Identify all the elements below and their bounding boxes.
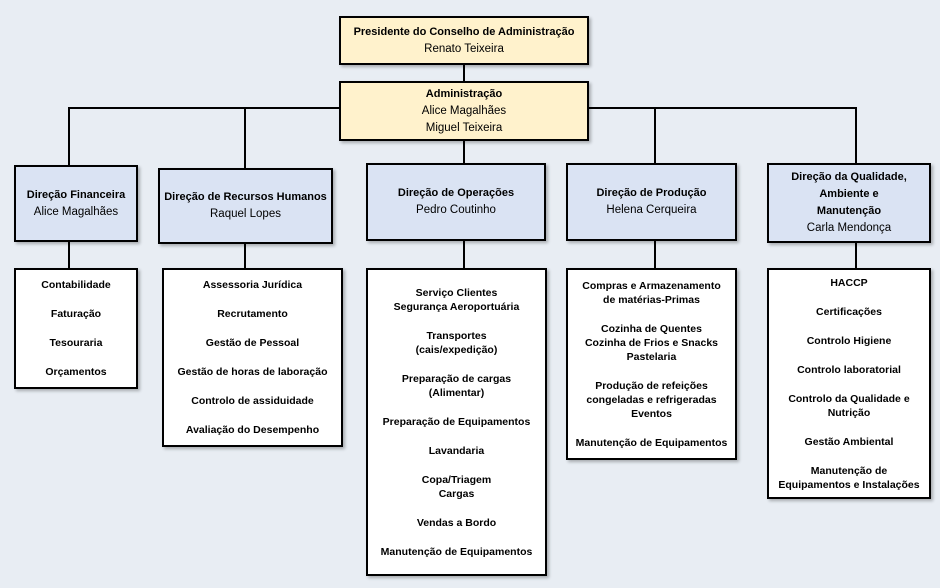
unit-item: Orçamentos [45,365,106,379]
administration-box: Administração Alice Magalhães Miguel Tei… [339,81,589,141]
unit-item-line: Controlo da Qualidade e [788,392,910,405]
unit-item-line: Gestão Ambiental [804,435,894,448]
unit-item-line: Gestão de Pessoal [205,337,300,349]
unit-item: Gestão de Pessoal [206,336,299,350]
unit-item-line: Compras e Armazenamento [582,279,721,292]
unit-item: Recrutamento [217,307,288,321]
unit-item-line: congeladas e refrigeradas [586,393,717,406]
unit-item: Lavandaria [429,444,484,458]
unit-item-line: Contabilidade [41,279,111,291]
unit-item-line: (cais/expedição) [415,343,498,356]
unit-item: Controlo de assiduidade [191,394,314,408]
president-box: Presidente do Conselho de Administração … [339,16,589,65]
unit-item-line: Pastelaria [626,350,677,363]
unit-item: Certificações [816,305,882,319]
unit-item-line: Assessoria Jurídica [202,279,303,291]
unit-item: Avaliação do Desempenho [186,423,319,437]
unit-item-line: Serviço Clientes [415,286,498,299]
direction-title: Direção da Qualidade, [791,171,907,183]
direction-box-financeira: Direção Financeira Alice Magalhães [14,165,138,242]
direction-box-qualidade: Direção da Qualidade, Ambiente e Manuten… [767,163,931,243]
unit-item-line: de matérias-Primas [603,293,700,306]
unit-item-line: Tesouraria [49,337,103,349]
unit-item: Manutenção de Equipamentos e Instalações [778,464,919,492]
unit-item-line: Manutenção de Equipamentos [380,545,533,558]
president-title: Presidente do Conselho de Administração [353,25,575,38]
unit-item: Produção de refeições congeladas e refri… [586,379,716,421]
unit-item: Faturação [51,307,101,321]
direction-title: Manutenção [816,205,882,217]
unit-item-line: Nutrição [827,406,871,419]
administration-member: Alice Magalhães [421,104,507,117]
unit-item-line: Transportes [426,329,487,342]
unit-item: Gestão Ambiental [805,435,894,449]
unit-item: Cozinha de Quentes Cozinha de Frios e Sn… [585,322,718,364]
unit-item-line: Faturação [50,308,102,320]
unit-item: Copa/Triagem Cargas [422,473,491,501]
unit-item: Preparação de Equipamentos [383,415,531,429]
unit-item-line: Controlo de assiduidade [191,395,314,407]
unit-item: Transportes (cais/expedição) [416,329,498,357]
unit-item-line: Vendas a Bordo [416,516,497,529]
unit-item-line: Recrutamento [217,308,288,320]
unit-item-line: Cargas [438,487,475,500]
unit-item-line: Manutenção de Equipamentos [575,436,728,449]
unit-item-line: HACCP [830,276,868,289]
direction-title: Direção de Operações [397,187,515,199]
unit-item-line: Avaliação do Desempenho [185,424,320,436]
unit-item-line: Produção de refeições [595,379,708,392]
direction-head: Raquel Lopes [210,208,281,220]
direction-title: Direção de Recursos Humanos [164,191,327,203]
unit-item: Gestão de horas de laboração [178,365,328,379]
president-name: Renato Teixeira [424,42,504,55]
unit-item: Contabilidade [41,278,110,292]
direction-box-operacoes: Direção de Operações Pedro Coutinho [366,163,546,241]
unit-item-line: Equipamentos e Instalações [778,478,920,491]
unit-list-qualidade: HACCP Certificações Controlo Higiene Con… [767,268,931,499]
unit-item-line: Cozinha de Frios e Snacks [584,336,719,349]
unit-item-line: Preparação de cargas [401,372,512,385]
administration-member: Miguel Teixeira [425,121,503,134]
unit-item-line: Gestão de horas de laboração [177,366,328,378]
direction-head: Carla Mendonça [806,222,892,234]
unit-item-line: Cozinha de Quentes [601,322,702,335]
unit-item-line: Manutenção de [810,464,888,477]
unit-item-line: Segurança Aeroportuária [393,300,520,313]
unit-item-line: Controlo laboratorial [797,363,901,376]
unit-item: Controlo Higiene [807,334,892,348]
unit-item: Compras e Armazenamento de matérias-Prim… [582,279,720,307]
unit-item-line: Controlo Higiene [806,334,892,347]
unit-list-operacoes: Serviço Clientes Segurança Aeroportuária… [366,268,547,576]
direction-box-recursos-humanos: Direção de Recursos Humanos Raquel Lopes [158,168,333,244]
unit-item: Controlo laboratorial [797,363,901,377]
unit-item-line: (Alimentar) [428,386,485,399]
unit-list-producao: Compras e Armazenamento de matérias-Prim… [566,268,737,460]
unit-item: Controlo da Qualidade e Nutrição [788,392,909,420]
unit-list-financeira: Contabilidade Faturação Tesouraria Orçam… [14,268,138,389]
unit-item: Tesouraria [50,336,103,350]
unit-item: Assessoria Jurídica [203,278,302,292]
direction-box-producao: Direção de Produção Helena Cerqueira [566,163,737,241]
direction-head: Helena Cerqueira [606,204,697,216]
direction-head: Alice Magalhães [33,205,119,218]
unit-list-recursos-humanos: Assessoria Jurídica Recrutamento Gestão … [162,268,343,447]
unit-item-line: Eventos [631,407,672,420]
unit-item-line: Lavandaria [428,444,485,457]
unit-item-line: Orçamentos [45,366,107,378]
unit-item: Manutenção de Equipamentos [576,436,728,450]
administration-title: Administração [425,87,503,100]
direction-head: Pedro Coutinho [416,204,496,216]
unit-item: Vendas a Bordo [417,516,496,530]
direction-title: Ambiente e [819,188,879,200]
unit-item: HACCP [830,276,867,290]
unit-item: Preparação de cargas (Alimentar) [402,372,511,400]
unit-item-line: Copa/Triagem [421,473,492,486]
unit-item: Serviço Clientes Segurança Aeroportuária [394,286,520,314]
unit-item-line: Certificações [816,305,882,318]
unit-item-line: Preparação de Equipamentos [382,415,531,428]
unit-item: Manutenção de Equipamentos [381,545,533,559]
direction-title: Direção Financeira [26,188,126,201]
direction-title: Direção de Produção [596,187,707,199]
